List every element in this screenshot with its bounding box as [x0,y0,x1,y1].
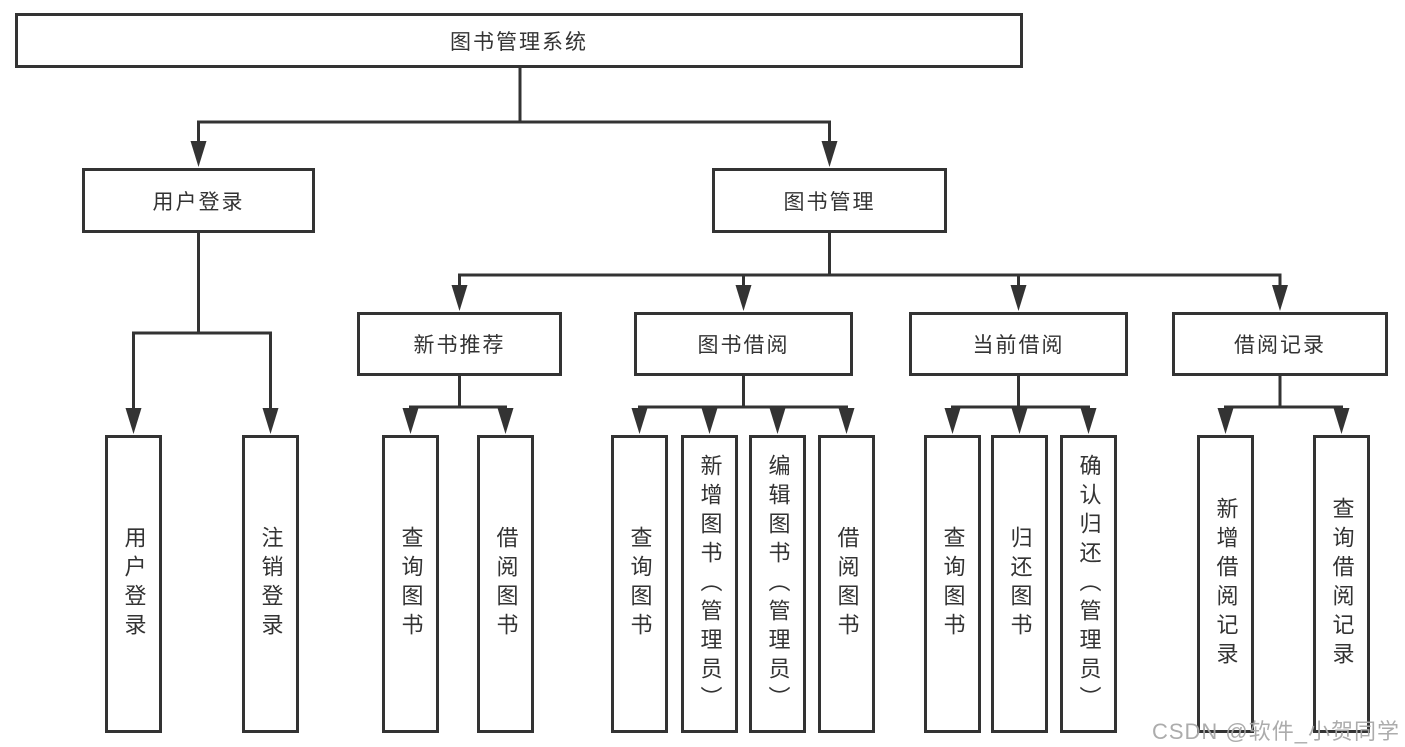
arrowhead [1080,408,1097,434]
arrowhead [1010,285,1027,311]
node-book-management: 图书管理 [712,168,947,233]
leaf-add-books-admin: 新增图书（管理员） [681,435,738,733]
leaf-add-borrow-record: 新增借阅记录 [1197,435,1254,733]
leaf-query-books-current: 查询图书 [924,435,981,733]
arrowhead [497,408,514,434]
arrowhead [631,408,648,434]
edge-root-to-level2 [190,66,838,167]
arrowhead [1333,408,1350,434]
edge-current-borrowing-to-leaves [944,374,1097,434]
leaf-confirm-return-admin: 确认归还（管理员） [1060,435,1117,733]
leaf-query-borrow-record: 查询借阅记录 [1313,435,1370,733]
leaf-borrow-books: 借阅图书 [818,435,875,733]
edge-book-borrowing-to-leaves [631,374,855,434]
arrowhead [821,141,838,167]
arrowhead [735,285,752,311]
arrowhead [125,408,142,434]
arrowhead [190,141,207,167]
arrowhead [1217,408,1234,434]
node-book-borrowing: 图书借阅 [634,312,853,376]
arrowhead [262,408,279,434]
arrowhead [1011,408,1028,434]
arrowhead [1272,285,1288,311]
arrowhead [769,408,786,434]
leaf-edit-books-admin: 编辑图书（管理员） [749,435,806,733]
node-new-book-recommend: 新书推荐 [357,312,562,376]
node-user-login: 用户登录 [82,168,315,233]
arrowhead [451,285,468,311]
leaf-borrow-books-recommend: 借阅图书 [477,435,534,733]
arrowhead [402,408,419,434]
leaf-user-login: 用户登录 [105,435,162,733]
arrowhead [838,408,855,434]
leaf-logout: 注销登录 [242,435,299,733]
edge-book-management-to-level3 [451,231,1288,311]
csdn-watermark: CSDN @软件_小贺同学 [1151,719,1400,744]
edge-new-book-recommend-to-leaves [402,374,514,434]
edge-user-login-to-leaves [125,231,279,434]
edge-borrow-records-to-leaves [1217,374,1350,434]
arrowhead [701,408,718,434]
arrowhead [944,408,961,434]
node-library-management-system: 图书管理系统 [15,13,1023,68]
node-current-borrowing: 当前借阅 [909,312,1128,376]
leaf-return-books: 归还图书 [991,435,1048,733]
node-borrow-records: 借阅记录 [1172,312,1388,376]
leaf-query-books-recommend: 查询图书 [382,435,439,733]
leaf-query-books-borrowing: 查询图书 [611,435,668,733]
